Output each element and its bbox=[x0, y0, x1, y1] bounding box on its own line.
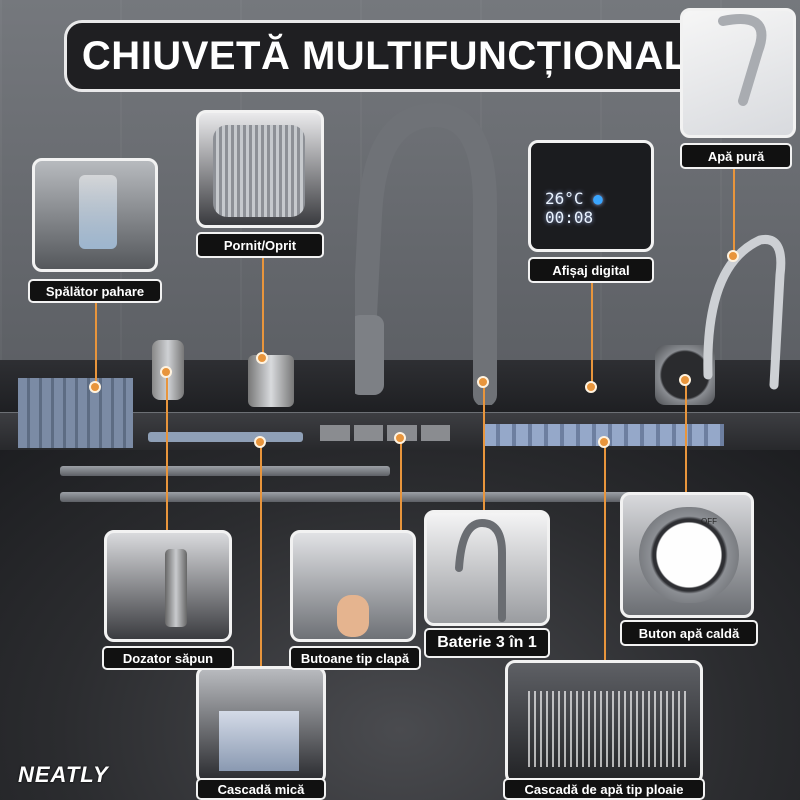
marker-dot bbox=[679, 374, 691, 386]
marker-dot bbox=[477, 376, 489, 388]
knob-off-text: OFF bbox=[701, 517, 717, 526]
label-small-cascade: Cascadă mică bbox=[196, 778, 326, 800]
label-glass-washer: Spălător pahare bbox=[28, 279, 162, 303]
label-digital-display: Afișaj digital bbox=[528, 257, 654, 283]
pure-water-faucet bbox=[703, 234, 786, 390]
label-pure-water: Apă pură bbox=[680, 143, 792, 169]
title-banner: CHIUVETĂ MULTIFUNCȚIONALĂ bbox=[64, 20, 736, 92]
marker-dot bbox=[160, 366, 172, 378]
label-rain-cascade: Cascadă de apă tip ploaie bbox=[503, 778, 705, 800]
rain-cascade-photo bbox=[505, 660, 703, 784]
label-hot-water-button: Buton apă caldă bbox=[620, 620, 758, 646]
marker-dot bbox=[598, 436, 610, 448]
hot-water-button-photo: OFF bbox=[620, 492, 754, 618]
marker-dot bbox=[394, 432, 406, 444]
page-title: CHIUVETĂ MULTIFUNCȚIONALĂ bbox=[81, 33, 719, 78]
pure-water-photo bbox=[680, 8, 796, 138]
label-faucet-3in1: Baterie 3 în 1 bbox=[424, 628, 550, 658]
basin-rail-top bbox=[60, 466, 390, 476]
marker-dot bbox=[254, 436, 266, 448]
marker-dot bbox=[256, 352, 268, 364]
small-cascade-outlet bbox=[148, 432, 303, 442]
on-off-knob bbox=[248, 355, 294, 407]
glass-washer-grate bbox=[18, 378, 133, 448]
marker-dot bbox=[89, 381, 101, 393]
label-soap-dispenser: Dozator săpun bbox=[102, 646, 234, 670]
glass-washer-photo bbox=[32, 158, 158, 272]
small-cascade-photo bbox=[196, 666, 326, 784]
pull-down-faucet bbox=[355, 102, 497, 405]
brand-logo: NEATLY bbox=[18, 762, 109, 787]
soap-dispenser-photo bbox=[104, 530, 232, 642]
digital-display-photo: 26°C ● 00:08 bbox=[528, 140, 654, 252]
basin-rail-bottom bbox=[60, 492, 720, 502]
clap-button-row bbox=[320, 425, 450, 441]
faucet-3in1-photo bbox=[424, 510, 550, 626]
clap-buttons-photo bbox=[290, 530, 416, 642]
rain-cascade-outlet bbox=[484, 424, 724, 446]
display-readout: 26°C ● 00:08 bbox=[545, 189, 603, 227]
marker-dot bbox=[727, 250, 739, 262]
marker-dot bbox=[585, 381, 597, 393]
label-on-off: Pornit/Oprit bbox=[196, 232, 324, 258]
on-off-photo bbox=[196, 110, 324, 228]
label-clap-buttons: Butoane tip clapă bbox=[289, 646, 421, 670]
